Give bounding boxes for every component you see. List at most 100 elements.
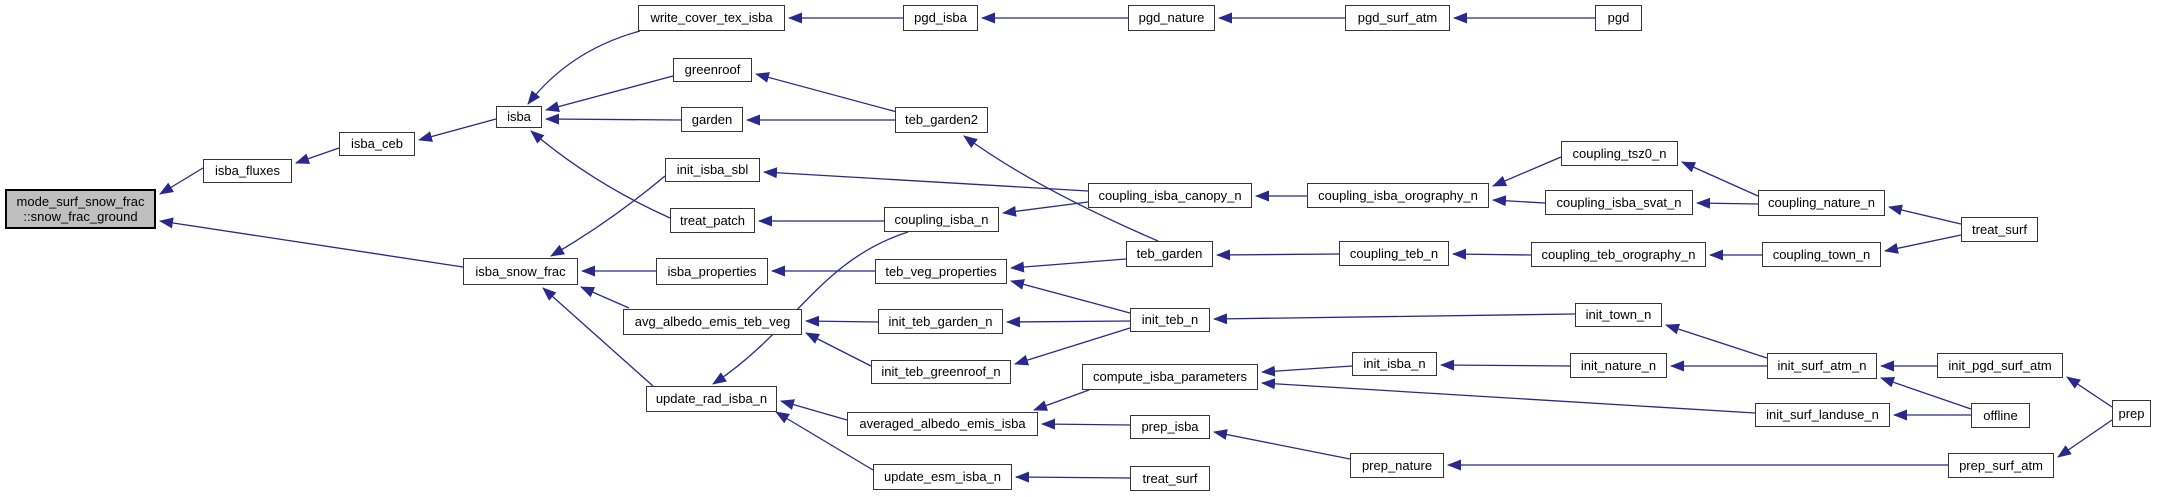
node-coupling-isba-canopy-n[interactable]: coupling_isba_canopy_n <box>1088 183 1252 208</box>
node-label: coupling_isba_svat_n <box>1556 194 1682 210</box>
node-label: pgd <box>1607 10 1630 26</box>
edge-garden-to-isba <box>545 113 682 125</box>
node-label: mode_surf_snow_frac <box>16 193 145 209</box>
edge-init_surf_landuse_n-to-compute_isba_parameters <box>1261 378 1756 414</box>
node-label: init_pgd_surf_atm <box>1948 357 2052 373</box>
node-compute-isba-parameters[interactable]: compute_isba_parameters <box>1082 364 1258 390</box>
node-init-pgd-surf-atm[interactable]: init_pgd_surf_atm <box>1937 353 2063 378</box>
node-label: isba_ceb <box>350 136 404 152</box>
edge-init_town_n-to-init_teb_n <box>1213 313 1576 325</box>
node-prep[interactable]: prep <box>2112 400 2151 427</box>
node-label: coupling_town_n <box>1772 246 1871 262</box>
node-init-surf-landuse-n[interactable]: init_surf_landuse_n <box>1755 403 1890 427</box>
node-label: pgd_surf_atm <box>1357 10 1438 26</box>
node-greenroof[interactable]: greenroof <box>673 58 752 82</box>
node-prep-nature[interactable]: prep_nature <box>1350 453 1444 478</box>
node-init-teb-garden-n[interactable]: init_teb_garden_n <box>878 309 1003 334</box>
node-label: coupling_tsz0_n <box>1572 145 1667 161</box>
edge-init_teb_n-to-init_teb_greenroof_n <box>1014 327 1131 366</box>
node-isba-properties[interactable]: isba_properties <box>656 258 768 285</box>
node-label: treat_surf <box>1142 470 1198 486</box>
edge-prep_nature-to-prep_isba <box>1213 429 1351 460</box>
node-label: averaged_albedo_emis_isba <box>859 416 1026 432</box>
node-coupling-tsz0-n[interactable]: coupling_tsz0_n <box>1561 141 1678 166</box>
edge-teb_garden2-to-greenroof <box>755 72 898 113</box>
edge-treat_surf_1-to-coupling_town_n <box>1884 234 1962 254</box>
edge-coupling_isba_canopy_n-to-coupling_isba_n <box>1002 201 1089 217</box>
edge-update_rad_isba_n-to-isba_snow_frac <box>542 287 654 387</box>
node-init-teb-n[interactable]: init_teb_n <box>1130 308 1210 332</box>
node-label: teb_garden <box>1136 246 1203 262</box>
node-init-town-n[interactable]: init_town_n <box>1575 303 1662 327</box>
node-coupling-town-n[interactable]: coupling_town_n <box>1762 242 1881 267</box>
node-coupling-isba-orography-n[interactable]: coupling_isba_orography_n <box>1307 183 1489 208</box>
edge-treat_patch-to-isba <box>530 130 671 219</box>
edge-isba_fluxes-to-snow_frac_ground <box>159 167 204 195</box>
node-label: treat_patch <box>679 212 746 228</box>
node-garden[interactable]: garden <box>681 107 743 132</box>
node-coupling-teb-orography-n[interactable]: coupling_teb_orography_n <box>1531 242 1706 267</box>
node-label: ::snow_frac_ground <box>23 209 138 224</box>
edge-coupling_isba_svat_n-to-coupling_isba_orography_n <box>1492 195 1546 207</box>
edge-init_teb_greenroof_n-to-avg_albedo_emis_teb_veg <box>805 332 872 367</box>
node-coupling-nature-n[interactable]: coupling_nature_n <box>1758 190 1885 216</box>
node-update-rad-isba-n[interactable]: update_rad_isba_n <box>646 386 777 412</box>
node-pgd[interactable]: pgd <box>1595 5 1642 31</box>
node-coupling-isba-n[interactable]: coupling_isba_n <box>884 207 999 232</box>
node-pgd-nature[interactable]: pgd_nature <box>1128 5 1215 31</box>
node-init-teb-greenroof-n[interactable]: init_teb_greenroof_n <box>871 360 1011 384</box>
node-teb-garden2[interactable]: teb_garden2 <box>895 107 988 133</box>
edge-teb_garden-to-teb_veg_properties <box>1010 258 1127 273</box>
edge-coupling_nature_n-to-coupling_isba_svat_n <box>1696 197 1759 209</box>
node-label: coupling_isba_n <box>894 211 989 227</box>
node-label: isba_fluxes <box>214 163 281 179</box>
node-init-nature-n[interactable]: init_nature_n <box>1570 353 1667 378</box>
node-treat-surf-1[interactable]: treat_surf <box>1961 217 2038 242</box>
node-pgd-isba[interactable]: pgd_isba <box>903 5 978 31</box>
node-init-surf-atm-n[interactable]: init_surf_atm_n <box>1767 353 1877 379</box>
node-label: update_rad_isba_n <box>655 391 768 407</box>
node-label: greenroof <box>684 62 741 78</box>
edge-write_cover_tex_isba-to-isba <box>527 30 641 105</box>
edge-init_teb_n-to-teb_veg_properties <box>1010 279 1131 314</box>
node-prep-isba[interactable]: prep_isba <box>1130 415 1210 439</box>
node-teb-veg-properties[interactable]: teb_veg_properties <box>875 259 1007 284</box>
node-isba-ceb[interactable]: isba_ceb <box>339 132 415 156</box>
node-label: isba_snow_frac <box>475 263 566 279</box>
edge-coupling_teb_orography_n-to-coupling_teb_n <box>1452 248 1532 260</box>
node-averaged-albedo-emis-isba[interactable]: averaged_albedo_emis_isba <box>847 412 1038 436</box>
node-init-isba-sbl[interactable]: init_isba_sbl <box>665 158 760 182</box>
node-offline[interactable]: offline <box>1971 403 2030 428</box>
node-coupling-teb-n[interactable]: coupling_teb_n <box>1339 241 1449 266</box>
node-label: teb_garden2 <box>904 112 978 128</box>
node-label: isba <box>507 109 531 125</box>
node-coupling-isba-svat-n[interactable]: coupling_isba_svat_n <box>1545 190 1693 215</box>
node-label: pgd_isba <box>914 10 967 26</box>
node-isba[interactable]: isba <box>496 106 542 128</box>
node-label: prep_nature <box>1361 457 1433 473</box>
node-isba-fluxes[interactable]: isba_fluxes <box>203 159 292 183</box>
edge-treat_surf_1-to-coupling_nature_n <box>1888 204 1962 225</box>
node-label: coupling_isba_canopy_n <box>1098 187 1242 203</box>
node-pgd-surf-atm[interactable]: pgd_surf_atm <box>1345 5 1450 31</box>
edge-offline-to-init_surf_atm_n <box>1880 377 1972 410</box>
node-isba-snow-frac[interactable]: isba_snow_frac <box>463 258 578 285</box>
edge-coupling_teb_n-to-teb_garden <box>1216 249 1340 261</box>
node-prep-surf-atm[interactable]: prep_surf_atm <box>1948 453 2054 478</box>
node-label: treat_surf <box>1972 221 2027 237</box>
node-teb-garden[interactable]: teb_garden <box>1126 241 1213 267</box>
node-init-isba-n[interactable]: init_isba_n <box>1352 352 1437 376</box>
node-update-esm-isba-n[interactable]: update_esm_isba_n <box>873 464 1012 490</box>
node-treat-patch[interactable]: treat_patch <box>670 208 755 233</box>
node-avg-albedo-emis-teb-veg[interactable]: avg_albedo_emis_teb_veg <box>623 309 802 335</box>
edge-prep-to-init_pgd_surf_atm <box>2066 376 2113 408</box>
node-label: pgd_nature <box>1138 10 1205 26</box>
node-label: coupling_isba_orography_n <box>1318 187 1478 203</box>
edge-greenroof-to-isba <box>545 75 674 112</box>
edge-coupling_isba_canopy_n-to-init_isba_sbl <box>763 167 1089 192</box>
node-write-cover-tex-isba[interactable]: write_cover_tex_isba <box>638 5 785 31</box>
node-treat-surf-2[interactable]: treat_surf <box>1130 466 1210 491</box>
node-label: init_teb_garden_n <box>888 313 993 329</box>
node-label: prep_isba <box>1141 419 1199 435</box>
node-label: coupling_nature_n <box>1768 195 1875 211</box>
